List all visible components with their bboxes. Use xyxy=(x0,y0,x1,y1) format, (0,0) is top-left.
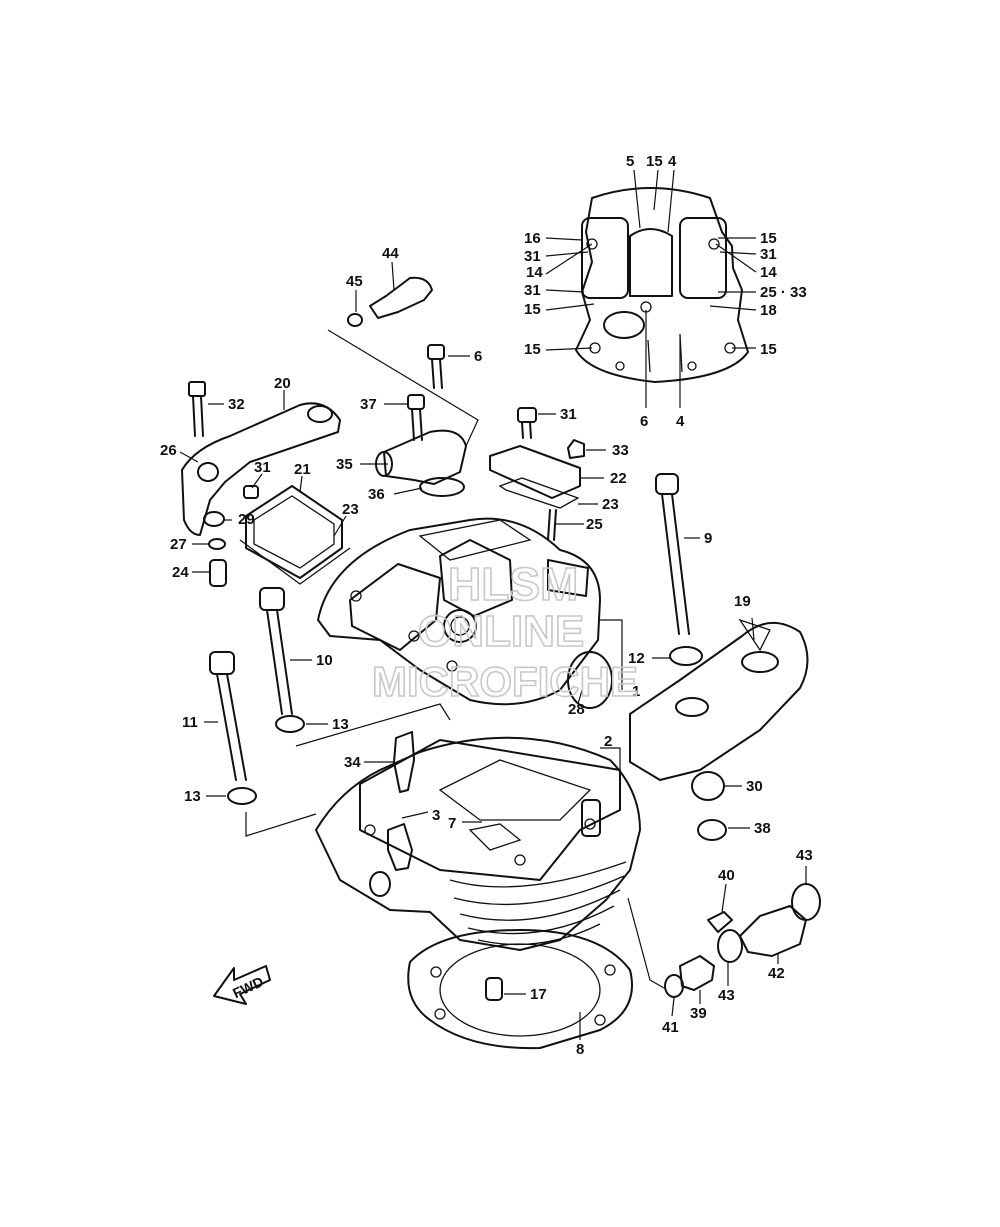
water-outlet xyxy=(375,394,467,497)
spark-plug-3 xyxy=(387,823,413,871)
callout-18: 18 xyxy=(760,302,777,319)
callout-11: 11 xyxy=(182,714,198,731)
callout-31-left-mid: 31 xyxy=(524,282,541,299)
callout-35: 35 xyxy=(336,456,353,473)
callout-19: 19 xyxy=(734,593,751,610)
callout-31-left-small: 31 xyxy=(254,459,271,476)
callout-28: 28 xyxy=(568,701,585,718)
callout-16: 16 xyxy=(524,230,541,247)
head-cover-underside xyxy=(575,187,749,383)
callout-44: 44 xyxy=(382,245,399,262)
callout-38: 38 xyxy=(754,820,771,837)
callout-45: 45 xyxy=(346,273,363,290)
callout-32: 32 xyxy=(228,396,245,413)
callout-42: 42 xyxy=(768,965,785,982)
bolt-31-middle xyxy=(517,407,537,439)
callout-17: 17 xyxy=(530,986,547,1003)
callout-7: 7 xyxy=(448,815,456,832)
watermark-line-3: MICROFICHE xyxy=(372,658,638,705)
callout-4-top: 4 xyxy=(668,153,677,170)
grommet-30 xyxy=(691,771,725,801)
long-bolt-10 xyxy=(259,587,293,715)
callout-31-middle: 31 xyxy=(560,406,577,423)
cam-cover-22 xyxy=(489,439,585,541)
water-fittings xyxy=(664,883,821,998)
side-cover-19 xyxy=(629,618,809,781)
callout-34: 34 xyxy=(344,754,361,771)
callout-4-bottom: 4 xyxy=(676,413,685,430)
callout-6-bottom: 6 xyxy=(640,413,648,430)
callout-41: 41 xyxy=(662,1019,679,1036)
callout-10: 10 xyxy=(316,652,333,669)
callout-6-upper: 6 xyxy=(474,348,482,365)
callout-23-right: 23 xyxy=(602,496,619,513)
callout-33: 33 xyxy=(612,442,629,459)
callout-39: 39 xyxy=(690,1005,707,1022)
long-bolt-9 xyxy=(655,473,690,635)
callout-3: 3 xyxy=(432,807,440,824)
callout-25: 25 xyxy=(586,516,603,533)
leader-lines xyxy=(179,169,807,1040)
callout-13-lower: 13 xyxy=(184,788,201,805)
callout-13-upper: 13 xyxy=(332,716,349,733)
callout-20: 20 xyxy=(274,375,291,392)
callout-labels: 1 2 3 4 4 5 6 6 7 8 9 10 11 12 13 13 14 … xyxy=(160,153,813,1058)
callout-37: 37 xyxy=(360,396,377,413)
callout-30: 30 xyxy=(746,778,763,795)
callout-29: 29 xyxy=(238,511,255,528)
grommet-stack xyxy=(203,511,227,587)
bolt-6-upper xyxy=(427,344,445,389)
callout-23-left: 23 xyxy=(342,501,359,518)
callout-14-right: 14 xyxy=(760,264,777,281)
watermark-line-2: ONLINE xyxy=(418,607,584,656)
callout-9: 9 xyxy=(704,530,712,547)
collar-38 xyxy=(697,819,727,841)
callout-15-left-bottom: 15 xyxy=(524,341,541,358)
long-bolt-11 xyxy=(209,651,247,781)
callout-26: 26 xyxy=(160,442,177,459)
callout-24: 24 xyxy=(172,564,189,581)
watermark-line-1: HLSM xyxy=(448,558,578,610)
callout-1: 1 xyxy=(632,683,640,700)
callout-15-right-bottom: 15 xyxy=(760,341,777,358)
callout-21: 21 xyxy=(294,461,311,478)
callout-43-lower: 43 xyxy=(718,987,735,1004)
callout-2: 2 xyxy=(604,733,612,750)
sensor xyxy=(347,276,433,327)
callout-27: 27 xyxy=(170,536,187,553)
cylinder-head-main xyxy=(315,736,641,951)
callout-31-left-top: 31 xyxy=(524,248,541,265)
callout-25-33: 25 · 33 xyxy=(760,284,807,301)
bolt-31-left xyxy=(243,485,259,499)
fwd-arrow: FWD xyxy=(213,965,271,1005)
callout-15-top: 15 xyxy=(646,153,663,170)
callout-43-upper: 43 xyxy=(796,847,813,864)
breather-plate xyxy=(239,485,351,585)
fwd-label: FWD xyxy=(230,973,266,1001)
callout-15-left-mid: 15 xyxy=(524,301,541,318)
callout-40: 40 xyxy=(718,867,735,884)
bolt-32 xyxy=(188,381,206,437)
cylinder-head-rear xyxy=(317,517,613,709)
callout-14-left: 14 xyxy=(526,264,543,281)
callout-12: 12 xyxy=(628,650,645,667)
callout-36: 36 xyxy=(368,486,385,503)
callout-31-right-top: 31 xyxy=(760,246,777,263)
washer-13-upper xyxy=(275,715,305,733)
washer-13-lower xyxy=(227,787,257,805)
breather-cover xyxy=(181,402,341,536)
callout-22: 22 xyxy=(610,470,627,487)
callout-5: 5 xyxy=(626,153,634,170)
callout-8: 8 xyxy=(576,1041,584,1058)
head-gasket xyxy=(407,929,633,1050)
callout-15-right-top: 15 xyxy=(760,230,777,247)
watermark: HLSM ONLINE MICROFICHE xyxy=(371,557,639,706)
